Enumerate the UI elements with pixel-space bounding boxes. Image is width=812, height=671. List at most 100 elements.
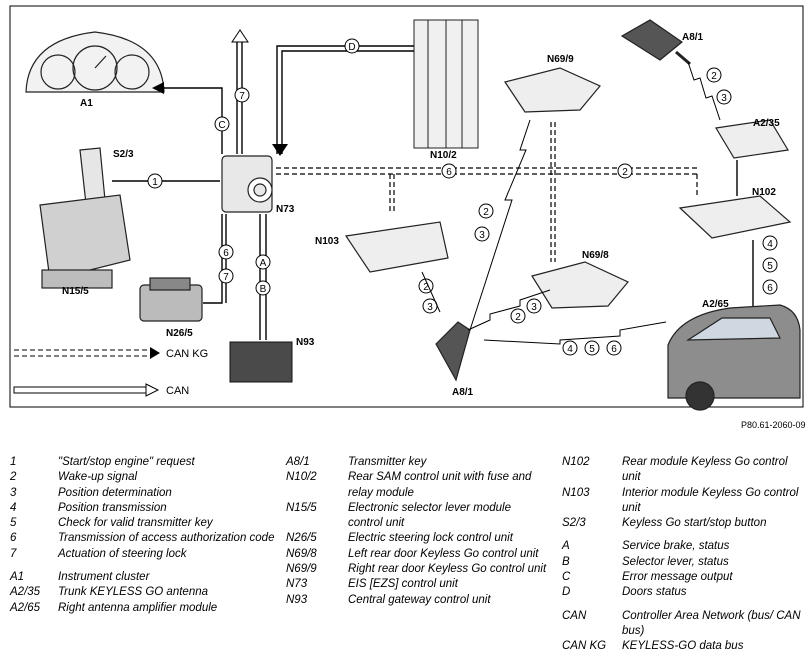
signal-1: 1: [152, 177, 158, 188]
signal-4b: 4: [567, 344, 573, 355]
label-N93: N93: [296, 337, 315, 348]
legend-key: D: [562, 586, 571, 599]
legend-description: Service brake, status: [622, 540, 730, 553]
legend-row: CAN Controller Area Network (bus/ CAN bus…: [562, 609, 804, 640]
legend-key: N102: [562, 456, 590, 468]
legend-row: A Service brake, status: [562, 539, 804, 554]
legend-row: 5 Check for valid transmitter key: [10, 516, 278, 531]
legend-description: EIS [EZS] control unit: [348, 578, 458, 591]
steering-lock-N26-5: [139, 277, 203, 322]
legend-can-kg: CAN KG: [166, 348, 208, 360]
label-A2-65: A2/65: [702, 299, 729, 310]
legend-description: Central gateway control unit: [348, 593, 491, 606]
legend-key: CAN KG: [562, 640, 607, 653]
legend-key: S2/3: [562, 517, 586, 530]
arrowhead-up-7: [231, 29, 249, 43]
interior-module-N103: [344, 221, 449, 273]
signal-3a: 3: [479, 230, 485, 241]
legend-key: N73: [286, 578, 308, 591]
legend-row: A2/65 Right antenna amplifier module: [10, 601, 278, 616]
legend-key: 4: [10, 501, 17, 514]
signal-5b: 5: [589, 344, 595, 355]
legend-description: Check for valid transmitter key: [58, 517, 213, 530]
legend-description: Error message output: [622, 571, 733, 584]
legend-description: Transmission of access authorization cod…: [58, 532, 275, 545]
legend-row: CAN KG KEYLESS-GO data bus: [562, 639, 804, 654]
wireless-signals: [421, 61, 721, 345]
signal-C: C: [218, 120, 225, 131]
legend-description: Actuation of steering lock: [58, 547, 187, 560]
legend-key: CAN: [562, 609, 587, 622]
legend-description: Position determination: [58, 486, 172, 499]
label-N26-5: N26/5: [166, 328, 193, 339]
legend-description: KEYLESS-GO data bus: [622, 640, 744, 653]
legend-description: Right rear door Keyless Go control unit: [348, 563, 547, 576]
legend-description: Wake-up signal: [58, 471, 138, 484]
legend-description: Right antenna amplifier module: [58, 601, 218, 614]
legend-description: Instrument cluster: [58, 571, 150, 584]
legend-key: N10/2: [286, 471, 317, 484]
legend-description: Trunk KEYLESS GO antenna: [58, 586, 209, 599]
signal-2d: 2: [515, 312, 521, 323]
signal-4: 4: [767, 239, 773, 250]
legend-description: Electronic selector lever module control…: [348, 501, 511, 530]
signal-7a: 7: [239, 91, 245, 102]
legend-row: S2/3 Keyless Go start/stop button: [562, 516, 804, 531]
legend-description: Selector lever, status: [622, 555, 729, 568]
label-N102: N102: [752, 187, 776, 198]
transmitter-key-A8-1-top: [620, 19, 691, 66]
legend-description: Rear module Keyless Go control unit: [622, 456, 788, 484]
label-N73: N73: [276, 204, 295, 215]
signal-6d: 6: [611, 344, 617, 355]
signal-B: B: [260, 284, 267, 295]
legend-key: A1: [10, 571, 25, 584]
legend-description: Controller Area Network (bus/ CAN bus): [622, 609, 801, 637]
legend-description: Electric steering lock control unit: [348, 532, 513, 545]
signal-5: 5: [767, 261, 773, 272]
signal-3d: 3: [721, 93, 727, 104]
legend-row: N102 Rear module Keyless Go control unit: [562, 455, 804, 486]
label-N103: N103: [315, 236, 339, 247]
legend-key: N93: [286, 593, 308, 606]
selector-lever-N15-5: [39, 147, 131, 289]
label-S2-3: S2/3: [113, 149, 134, 160]
can-kg-connections: [276, 122, 700, 262]
legend-row: N93 Central gateway control unit: [286, 593, 548, 608]
legend-key: 5: [10, 517, 17, 530]
arrowhead-to-N73: [272, 144, 288, 156]
legend-description: Doors status: [622, 586, 687, 599]
signal-6c: 6: [767, 283, 773, 294]
label-A8-1-top: A8/1: [682, 32, 704, 43]
rear-module-N102: [678, 195, 792, 239]
label-A8-1-bottom: A8/1: [452, 387, 474, 398]
legend-description: Interior module Keyless Go control unit: [622, 486, 799, 514]
legend-row: N15/5 Electronic selector lever module co…: [286, 501, 548, 532]
label-N10-2: N10/2: [430, 150, 457, 161]
legend-key: A2/35: [10, 586, 41, 599]
legend-row: 1"Start/stop engine" request: [10, 455, 278, 470]
signal-3b: 3: [427, 302, 433, 313]
eis-control-unit-N73: [221, 155, 273, 213]
signal-7b: 7: [223, 272, 229, 283]
legend-key: A2/65: [10, 601, 41, 614]
legend-description: Keyless Go start/stop button: [622, 517, 767, 530]
legend-key: A: [562, 540, 570, 553]
legend-description: Position transmission: [58, 501, 167, 514]
legend-key: N15/5: [286, 501, 317, 514]
signal-A: A: [260, 258, 267, 269]
signal-2b: 2: [483, 207, 489, 218]
legend-description: Left rear door Keyless Go control unit: [348, 547, 539, 560]
legend-description: Transmitter key: [348, 456, 427, 468]
transmitter-key-A8-1-bottom: [435, 321, 471, 382]
